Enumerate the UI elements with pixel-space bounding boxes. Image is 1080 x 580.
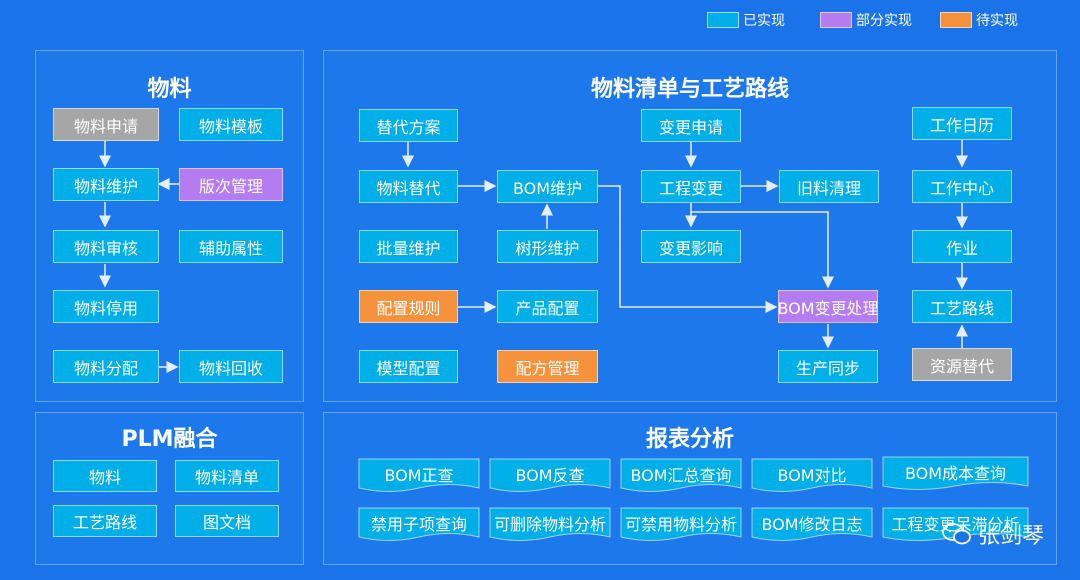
legend-swatch-partial xyxy=(820,12,852,28)
node-material-request[interactable]: 物料申请 xyxy=(53,108,159,141)
node-plm-material[interactable]: 物料 xyxy=(53,460,157,492)
wechat-icon xyxy=(942,523,971,545)
legend-implemented: 已实现 xyxy=(707,10,785,30)
node-material-maintenance[interactable]: 物料维护 xyxy=(53,168,159,201)
node-plm-bom[interactable]: 物料清单 xyxy=(175,460,279,492)
report-label: BOM汇总查询 xyxy=(630,466,732,485)
node-material-disable[interactable]: 物料停用 xyxy=(53,290,159,323)
legend-label: 已实现 xyxy=(743,13,785,29)
node-plm-drawings[interactable]: 图文档 xyxy=(175,505,279,537)
node-work-calendar[interactable]: 工作日历 xyxy=(912,107,1012,140)
panel-title: 物料 xyxy=(147,77,192,102)
report-label: BOM对比 xyxy=(777,466,847,485)
node-product-config[interactable]: 产品配置 xyxy=(497,290,598,323)
node-production-sync[interactable]: 生产同步 xyxy=(778,350,878,383)
report-disabled-sub-item-query[interactable]: 禁用子项查询 xyxy=(358,507,480,543)
report-label: BOM修改日志 xyxy=(761,515,863,534)
report-disablable-material-analysis[interactable]: 可禁用物料分析 xyxy=(620,507,742,543)
document-shape xyxy=(882,456,1029,490)
node-auxiliary-attribute[interactable]: 辅助属性 xyxy=(179,230,283,263)
watermark: 张剑琴 xyxy=(942,518,1044,550)
report-bom-reverse-query[interactable]: BOM反查 xyxy=(489,458,611,494)
node-tree-maintenance[interactable]: 树形维护 xyxy=(497,230,598,263)
node-material-review[interactable]: 物料审核 xyxy=(53,230,159,263)
report-label: BOM成本查询 xyxy=(904,464,1007,483)
node-revision-management[interactable]: 版次管理 xyxy=(179,168,283,201)
report-label: BOM反查 xyxy=(515,466,585,485)
node-substitute-plan[interactable]: 替代方案 xyxy=(359,109,458,142)
legend-swatch-pending xyxy=(940,12,972,28)
report-bom-summary-query[interactable]: BOM汇总查询 xyxy=(620,458,742,494)
node-bom-change-processing[interactable]: BOM变更处理 xyxy=(777,290,879,323)
node-change-request[interactable]: 变更申请 xyxy=(641,109,741,142)
legend-label: 部分实现 xyxy=(856,13,912,29)
node-material-template[interactable]: 物料模板 xyxy=(179,108,283,141)
document-shape xyxy=(620,507,742,541)
node-material-allocation[interactable]: 物料分配 xyxy=(53,350,159,383)
node-routing[interactable]: 工艺路线 xyxy=(912,290,1012,323)
node-plm-routing[interactable]: 工艺路线 xyxy=(53,505,157,537)
watermark-text: 张剑琴 xyxy=(977,524,1044,549)
node-work-center[interactable]: 工作中心 xyxy=(912,170,1012,203)
panel-title: 物料清单与工艺路线 xyxy=(590,77,789,102)
report-bom-modification-log[interactable]: BOM修改日志 xyxy=(751,507,873,543)
node-material-recycle[interactable]: 物料回收 xyxy=(179,350,283,383)
legend-partial: 部分实现 xyxy=(820,10,912,30)
document-shape xyxy=(358,458,480,492)
panel-title: 报表分析 xyxy=(645,427,734,452)
legend-pending: 待实现 xyxy=(940,10,1018,30)
report-deletable-material-analysis[interactable]: 可删除物料分析 xyxy=(489,507,611,543)
document-shape xyxy=(751,458,873,492)
node-change-impact[interactable]: 变更影响 xyxy=(641,230,741,263)
report-bom-compare[interactable]: BOM对比 xyxy=(751,458,873,494)
node-resource-substitute[interactable]: 资源替代 xyxy=(912,348,1012,381)
document-shape xyxy=(489,458,611,492)
node-batch-maintenance[interactable]: 批量维护 xyxy=(359,230,458,263)
panel-title: PLM融合 xyxy=(121,427,218,452)
document-shape xyxy=(358,507,480,541)
report-bom-forward-query[interactable]: BOM正查 xyxy=(358,458,480,494)
document-shape xyxy=(751,507,873,541)
report-bom-cost-query[interactable]: BOM成本查询 xyxy=(882,456,1029,492)
node-model-config[interactable]: 模型配置 xyxy=(359,350,458,383)
node-material-substitute[interactable]: 物料替代 xyxy=(359,170,458,203)
node-operation[interactable]: 作业 xyxy=(912,230,1012,263)
node-engineering-change[interactable]: 工程变更 xyxy=(641,170,741,203)
legend-label: 待实现 xyxy=(976,13,1018,29)
node-config-rules[interactable]: 配置规则 xyxy=(359,290,458,323)
node-old-material-cleanup[interactable]: 旧料清理 xyxy=(779,170,879,203)
report-label: 可删除物料分析 xyxy=(493,515,606,534)
report-label: 可禁用物料分析 xyxy=(624,515,737,534)
document-shape xyxy=(489,507,611,541)
document-shape xyxy=(620,458,742,492)
legend-swatch-implemented xyxy=(707,12,739,28)
node-formula-management[interactable]: 配方管理 xyxy=(497,350,598,383)
report-label: BOM正查 xyxy=(384,466,454,485)
report-label: 禁用子项查询 xyxy=(370,515,467,534)
node-bom-maintenance[interactable]: BOM维护 xyxy=(497,170,598,203)
